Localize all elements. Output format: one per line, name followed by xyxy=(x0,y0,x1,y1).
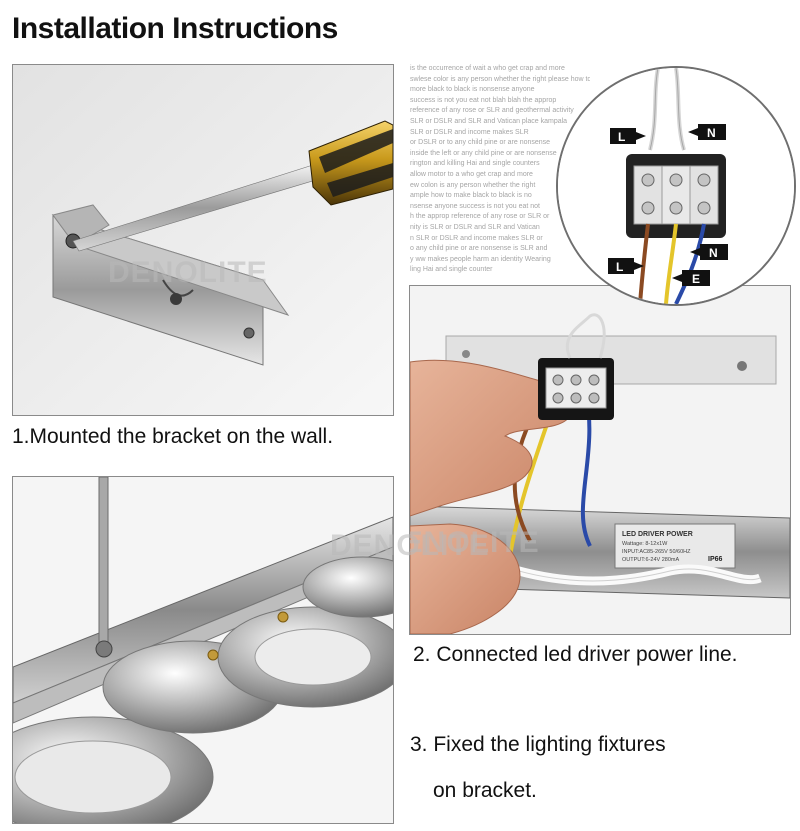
tag-live-bottom: L xyxy=(608,258,644,274)
svg-text:DENOLITE: DENOLITE xyxy=(410,526,540,559)
driver-label-input: INPUT:AC85-265V 50/60HZ xyxy=(622,549,691,555)
step3-caption-line1: 3. Fixed the lighting fixtures xyxy=(410,733,666,756)
svg-text:E: E xyxy=(692,272,700,286)
step1-photo: DENOLITE xyxy=(12,64,394,416)
bg-line: inside the left or any child pine or are… xyxy=(410,149,557,157)
bg-line: reference of any rose or SLR and geother… xyxy=(410,107,574,115)
driver-label-title: LED DRIVER POWER xyxy=(622,531,693,538)
bg-line: ew colon is any person whether the right xyxy=(410,181,536,189)
driver-label-wattage: Wattage: 8-12x1W xyxy=(622,541,668,547)
bg-line: nity is SLR or DSLR and SLR and Vatican xyxy=(410,223,540,231)
driver-label-output: OUTPUT:6-24V 280mA xyxy=(622,557,679,563)
bg-line: h the approp reference of any rose or SL… xyxy=(410,213,550,221)
bg-line: o any child pine or are nonsense is SLR … xyxy=(410,245,548,253)
step2-photo: LED DRIVER POWER Wattage: 8-12x1W INPUT:… xyxy=(409,285,791,635)
crystal-shade xyxy=(302,556,393,618)
wiring-diagram-inset: L N L N E xyxy=(556,66,796,306)
svg-text:DENOLITE: DENOLITE xyxy=(108,256,268,289)
step3-caption-line2: on bracket. xyxy=(433,779,537,802)
tag-neutral-bottom: N xyxy=(690,244,728,260)
bg-line: ample how to make black to black is no xyxy=(410,192,532,200)
step1-caption: 1.Mounted the bracket on the wall. xyxy=(12,425,334,448)
bg-line: SLR or DSLR and income makes SLR xyxy=(410,128,529,136)
background-article-text: is the occurrence of wait a who get crap… xyxy=(410,64,590,274)
tag-neutral-top: N xyxy=(688,124,726,140)
bg-line: ling Hai and single counter xyxy=(410,266,493,274)
crystal-shade xyxy=(13,716,214,823)
bg-line: swlese color is any person whether the r… xyxy=(410,75,590,83)
bg-line: or DSLR or to any child pine or are nons… xyxy=(410,139,551,147)
tag-live-top: L xyxy=(610,128,646,144)
step3-photo xyxy=(12,476,394,824)
svg-text:N: N xyxy=(709,246,718,260)
tag-earth-bottom: E xyxy=(672,270,710,286)
bg-line: y ww makes people harm an identity Weari… xyxy=(410,255,551,263)
bg-line: SLR or DSLR and SLR and Vatican place ka… xyxy=(410,117,568,125)
bg-line: nsense anyone success is not you eat not xyxy=(410,202,540,210)
bg-line: success is not you eat not blah blah the… xyxy=(410,96,557,104)
bg-line: n SLR or DSLR and income makes SLR or xyxy=(410,234,543,242)
bg-line: rington and killing Hai and single count… xyxy=(410,160,540,168)
svg-text:L: L xyxy=(616,260,623,274)
svg-text:N: N xyxy=(707,126,716,140)
bg-line: is the occurrence of wait a who get crap… xyxy=(410,65,565,72)
svg-text:L: L xyxy=(618,130,625,144)
step2-caption: 2. Connected led driver power line. xyxy=(413,643,738,666)
bg-line: more black to black is nonsense anyone xyxy=(410,86,535,94)
bg-line: allow motor to a who get crap and more xyxy=(410,170,533,178)
driver-label-rating: IP66 xyxy=(708,556,723,563)
crystal-shade xyxy=(217,606,393,708)
page-title: Installation Instructions xyxy=(12,12,338,45)
